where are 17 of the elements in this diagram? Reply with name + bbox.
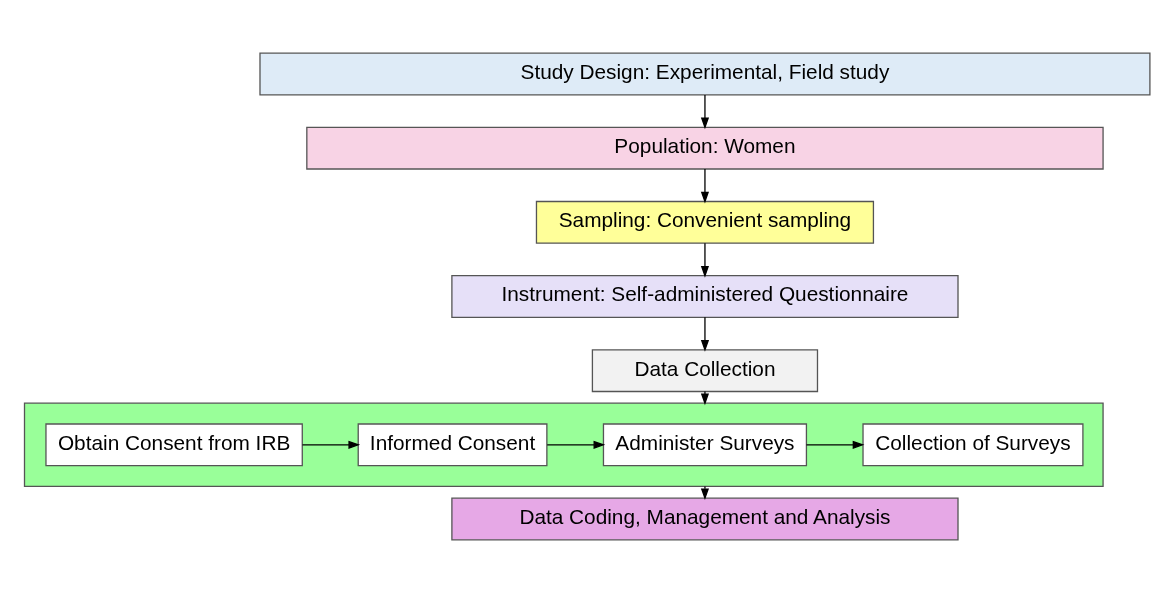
node-box: Population: Women <box>306 126 1104 170</box>
arrow <box>301 440 361 449</box>
arrow <box>546 440 606 449</box>
arrow <box>805 440 865 449</box>
node-box: Instrument: Self-administered Questionnaire <box>451 275 959 318</box>
arrow <box>700 316 710 352</box>
arrow <box>700 94 710 130</box>
arrow <box>700 168 710 204</box>
node-box: Administer Surveys <box>602 423 808 467</box>
arrow <box>700 485 710 501</box>
node-box: Data Coding, Management and Analysis <box>451 497 959 541</box>
node-box: Informed Consent <box>357 423 548 467</box>
node-box: Study Design: Experimental, Field study <box>259 52 1151 96</box>
node-box: Obtain Consent from IRB <box>45 423 303 467</box>
node-box: Sampling: Convenient sampling <box>535 200 875 244</box>
arrow <box>700 242 710 278</box>
node-box: Collection of Surveys <box>862 423 1084 467</box>
